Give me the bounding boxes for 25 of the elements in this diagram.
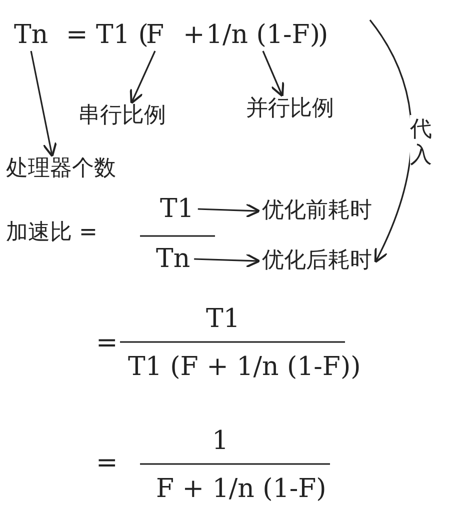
formula-text: F + 1/n (1-F) [156, 476, 326, 502]
formula-term: Tn [156, 246, 190, 272]
formula-text: 加速比 = [6, 222, 98, 244]
arrow [198, 203, 260, 218]
formula-term: T1 [160, 196, 194, 222]
arrow [130, 50, 156, 104]
formula-term: F [146, 22, 164, 48]
formula-text: T1 (F + 1/n (1-F)) [128, 354, 361, 380]
annotation-text: 并行比例 [246, 98, 334, 120]
formula-text: T1 [206, 306, 240, 332]
formula-term: Tn [14, 22, 48, 48]
formula-text: = T1 ( [66, 22, 148, 48]
annotation-text: 处理器个数 [6, 158, 116, 180]
annotation-text: 串行比例 [78, 105, 166, 127]
formula-text: ) [318, 22, 328, 48]
arrow [30, 50, 58, 158]
formula-text: = [96, 330, 118, 356]
formula-term: 1/n (1-F) [206, 22, 320, 48]
arrow [262, 50, 284, 98]
formula-text: = [96, 450, 118, 476]
arrow [194, 253, 260, 268]
annotation-text: 优化前耗时 [262, 200, 372, 222]
formula-text: 1 [212, 428, 229, 454]
annotation-text: 优化后耗时 [262, 250, 372, 272]
formula-text: + [183, 22, 205, 48]
